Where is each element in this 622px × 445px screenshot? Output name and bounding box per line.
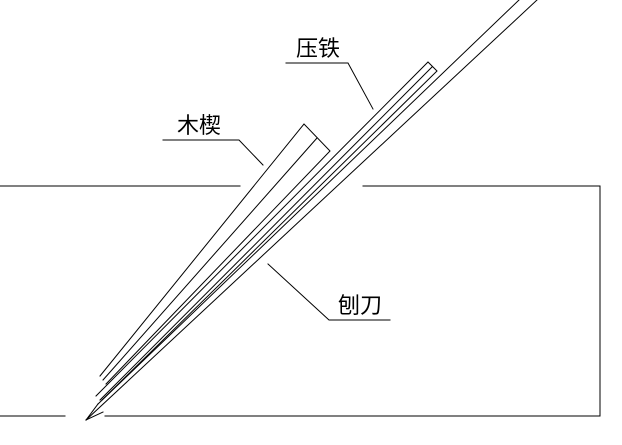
- leader-wood-wedge: [162, 139, 264, 166]
- leader-pressure-iron: [285, 62, 374, 110]
- wood-wedge: [99, 123, 331, 385]
- workpiece-outline: [0, 185, 601, 417]
- pressure-iron-inner-edge: [99, 66, 433, 401]
- pressure-iron-outline: [95, 61, 438, 401]
- label-plane-blade: 刨刀: [338, 294, 382, 319]
- pressure-iron: [95, 61, 438, 401]
- wood-wedge-inner-edge: [102, 137, 318, 381]
- plane-blade: [85, 0, 538, 421]
- blade-bevel: [85, 411, 104, 421]
- label-wood-wedge: 木楔: [177, 114, 221, 139]
- blade-lower-edge: [85, 0, 538, 421]
- blade-tip: [85, 403, 99, 421]
- label-pressure-iron: 压铁: [296, 37, 340, 62]
- leader-lines: [162, 62, 391, 321]
- leader-plane-blade: [267, 263, 391, 321]
- workpiece-right-top-edge: [104, 185, 601, 417]
- blade-upper-edge: [97, 0, 520, 405]
